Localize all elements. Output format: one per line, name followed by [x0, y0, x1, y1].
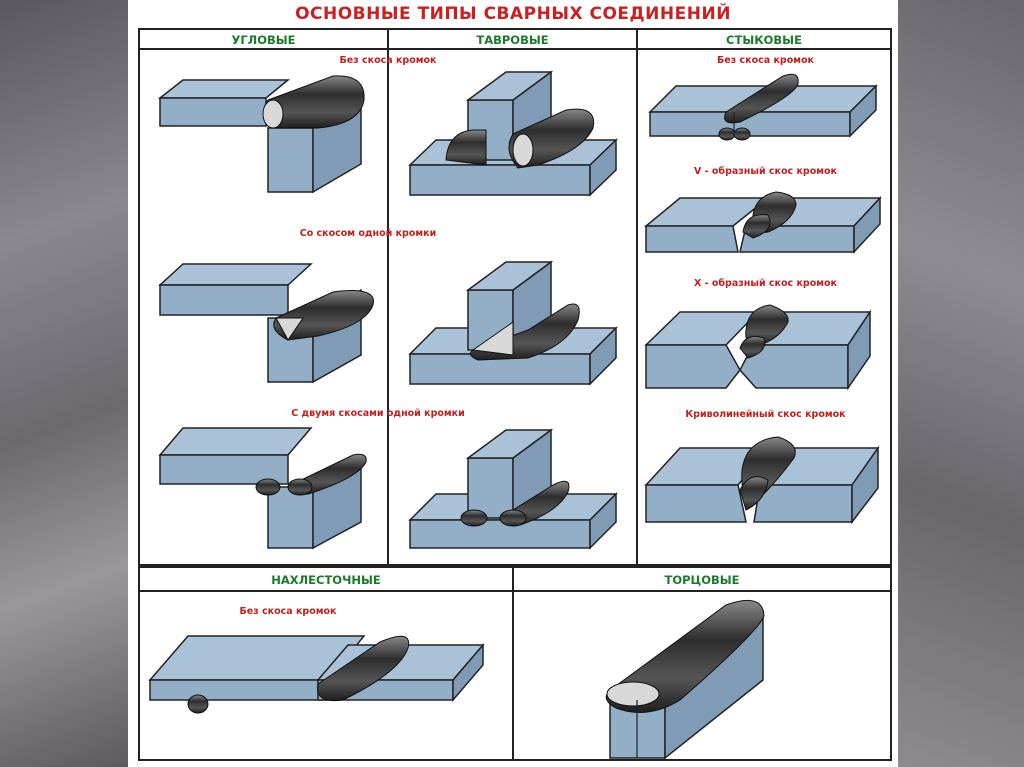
column-divider-2: [636, 28, 638, 566]
caption-x-bevel: X - образный скос кромок: [694, 278, 837, 289]
butt-joint-curved-bevel: [644, 436, 880, 525]
caption-lap-no-bevel: Без скоса кромок: [239, 606, 337, 617]
header-butt: СТЫКОВЫЕ: [726, 33, 802, 47]
slide-background-left: [0, 0, 128, 767]
tee-joint-double-bevel: [408, 428, 618, 550]
caption-butt-no-bevel: Без скоса кромок: [717, 55, 814, 66]
edge-joint: [605, 599, 765, 760]
joint-illustrations: .pt{fill:#a9c2d8;stroke:#222;stroke-widt…: [148, 70, 882, 760]
bottom-grid-frame: [138, 566, 892, 761]
poster-sheet: ОСНОВНЫЕ ТИПЫ СВАРНЫХ СОЕДИНЕНИЙ УГЛОВЫЕ…: [128, 0, 898, 767]
caption-single-bevel: Со скосом одной кромки: [299, 228, 437, 239]
corner-joint-no-bevel: [157, 75, 365, 194]
caption-v-bevel: V - образный скос кромок: [694, 166, 837, 177]
header-lap: НАХЛЕСТОЧНЫЕ: [271, 573, 381, 587]
caption-curved-bevel: Криволинейный скос кромок: [685, 409, 846, 420]
header-tee: ТАВРОВЫЕ: [476, 33, 549, 47]
tee-joint-no-bevel: [408, 70, 618, 197]
top-grid-frame: [138, 28, 892, 566]
slide-background-right: [898, 0, 1024, 767]
corner-joint-double-bevel: [158, 427, 367, 550]
butt-joint-no-bevel: [648, 73, 878, 141]
caption-no-bevel: Без скоса кромок: [339, 55, 437, 66]
caption-double-bevel: С двумя скосами одной кромки: [291, 408, 465, 419]
bottom-header-divider: [138, 590, 892, 592]
header-edge: ТОРЦОВЫЕ: [664, 573, 740, 587]
butt-joint-x-bevel: [644, 304, 872, 391]
lap-joint-no-bevel: [148, 635, 485, 714]
corner-joint-single-bevel: [158, 263, 374, 384]
page-title: ОСНОВНЫЕ ТИПЫ СВАРНЫХ СОЕДИНЕНИЙ: [295, 4, 731, 24]
butt-joint-v-bevel: [643, 191, 882, 254]
bottom-column-divider: [512, 566, 514, 761]
column-divider-1: [387, 28, 389, 566]
header-corner: УГЛОВЫЕ: [231, 33, 296, 47]
header-divider: [138, 48, 892, 50]
tee-joint-single-bevel: [408, 260, 618, 386]
